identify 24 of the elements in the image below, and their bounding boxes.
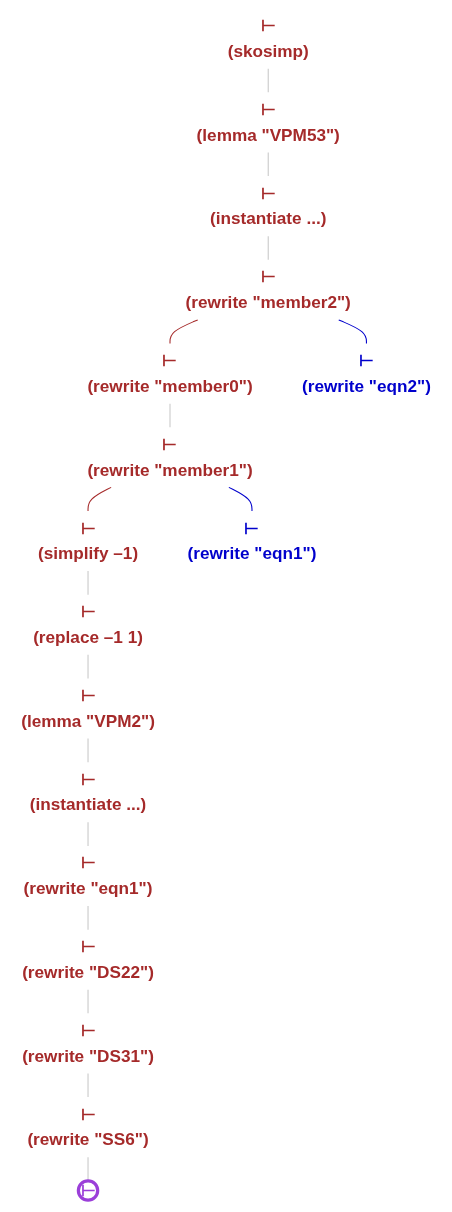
connector — [338, 319, 367, 345]
node-text: ⊢ (replace –1 1) — [33, 602, 143, 647]
connector — [267, 151, 269, 177]
connector — [267, 68, 269, 93]
node-text: ⊢ (rewrite "DS22") — [22, 937, 154, 982]
node-text: ⊢ (rewrite "member1") — [87, 434, 253, 479]
node-text: ⊢ (rewrite "member2") — [185, 267, 351, 312]
connector — [87, 486, 112, 512]
connector — [267, 235, 269, 261]
node-text: ⊢ (simplify –1) — [37, 518, 139, 563]
connector — [169, 319, 199, 345]
node-text: ⊢ (rewrite "member0") — [87, 351, 253, 396]
node-text: ⊢ (instantiate ...) — [29, 769, 147, 814]
node-text: ⊢ (lemma "VPM53") — [196, 99, 340, 144]
node-text: ⊢ (rewrite "SS6") — [27, 1104, 149, 1149]
node-text: ⊢ (rewrite "eqn2") — [301, 351, 431, 396]
node-text: ⊢ (rewrite "eqn1") — [187, 518, 317, 563]
node-text: ⊢ (lemma "VPM2") — [21, 685, 155, 730]
node-text: ⊢ (instantiate ...) — [209, 183, 327, 228]
node-text: ⊢ (skosimp) — [227, 16, 309, 61]
node-text: ⊢ (rewrite "eqn1") — [23, 853, 153, 898]
node-circle: ⊢ — [76, 1179, 100, 1202]
connector — [228, 486, 253, 512]
node-text: ⊢ (rewrite "DS31") — [22, 1020, 154, 1065]
